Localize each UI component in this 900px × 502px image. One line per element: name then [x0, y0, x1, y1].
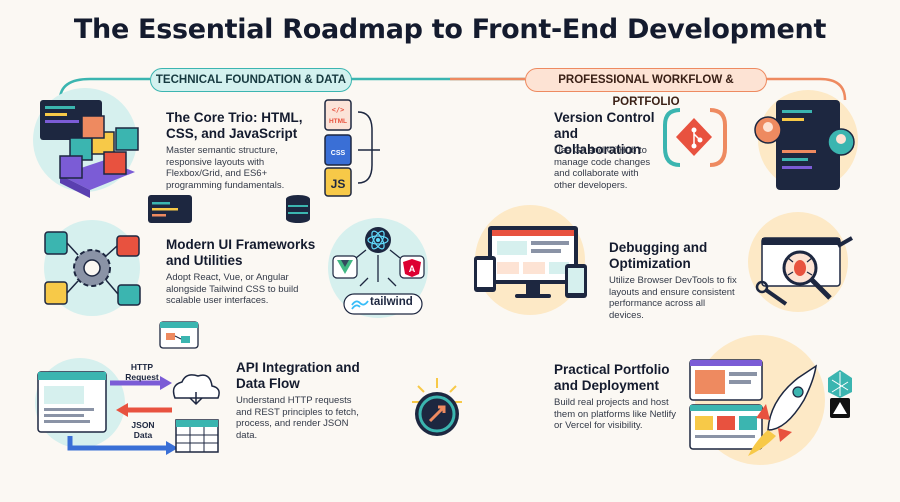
- table-icon: [175, 419, 219, 453]
- frameworks-title: Modern UI Frameworks and Utilities: [166, 237, 316, 268]
- js-badge-label: JS: [330, 177, 346, 191]
- version-control-title: Version Control and Collaboration: [554, 110, 655, 157]
- http-request-label: HTTP Request: [125, 362, 159, 382]
- vue-icon: [332, 255, 358, 279]
- core-trio-desc: Master semantic structure, responsive la…: [166, 145, 285, 191]
- flow-window-icon: [159, 321, 199, 349]
- tailwind-icon: [343, 293, 423, 315]
- svg-text:</>: </>: [332, 106, 345, 114]
- rocket-icon: [748, 364, 817, 456]
- css-badge-label: CSS: [330, 150, 346, 157]
- portfolio-desc: Build real projects and host them on pla…: [554, 397, 676, 431]
- gears-icon: [44, 220, 141, 316]
- monitor-icon: [474, 205, 587, 315]
- column-banner-technical: TECHNICAL FOUNDATION & DATA: [150, 68, 352, 92]
- cloud-icon: [172, 374, 220, 406]
- css-file-icon: [324, 134, 352, 166]
- api-title: API Integration and Data Flow: [236, 360, 360, 391]
- portfolio-title: Practical Portfolio and Deployment: [554, 362, 670, 393]
- js-file-icon: [324, 167, 352, 197]
- debugging-title: Debugging and Optimization: [609, 240, 708, 271]
- code-window-icon: [148, 195, 192, 223]
- json-data-label: JSON Data: [131, 420, 155, 440]
- database-icon: [286, 195, 310, 223]
- developer-avatar-icon: [754, 90, 858, 190]
- html-badge-label: HTML: [328, 118, 348, 125]
- column-banner-professional: PROFESSIONAL WORKFLOW & PORTFOLIO: [525, 68, 767, 108]
- bracket-arrows: [357, 111, 380, 184]
- api-desc: Understand HTTP requests and REST princi…: [236, 395, 359, 441]
- debugging-desc: Utilize Browser DevTools to fix layouts …: [609, 275, 737, 321]
- angular-icon: A: [399, 255, 425, 279]
- frameworks-cluster: A: [328, 218, 428, 318]
- core-trio-title: The Core Trio: HTML, CSS, and JavaScript: [166, 110, 303, 141]
- website-mockup-icon: [689, 335, 825, 465]
- html-file-icon: </>: [324, 99, 352, 131]
- svg-text:A: A: [409, 264, 416, 274]
- frameworks-desc: Adopt React, Vue, or Angular alongside T…: [166, 272, 299, 306]
- git-icon: [663, 108, 727, 167]
- version-control-desc: Use Git and GitHub to manage code change…: [554, 145, 651, 191]
- stack-cubes-icon: [33, 88, 139, 198]
- rocket-badge-icon: [412, 378, 462, 436]
- browser-icon: [35, 358, 125, 448]
- page-title: The Essential Roadmap to Front-End Devel…: [73, 14, 827, 45]
- netlify-icon: [828, 370, 852, 398]
- react-icon: [365, 227, 391, 253]
- wrench-icon: [755, 236, 853, 306]
- tailwind-label: tailwind: [370, 296, 413, 308]
- bug-magnifier-icon: [748, 212, 848, 312]
- vercel-icon: [830, 398, 850, 418]
